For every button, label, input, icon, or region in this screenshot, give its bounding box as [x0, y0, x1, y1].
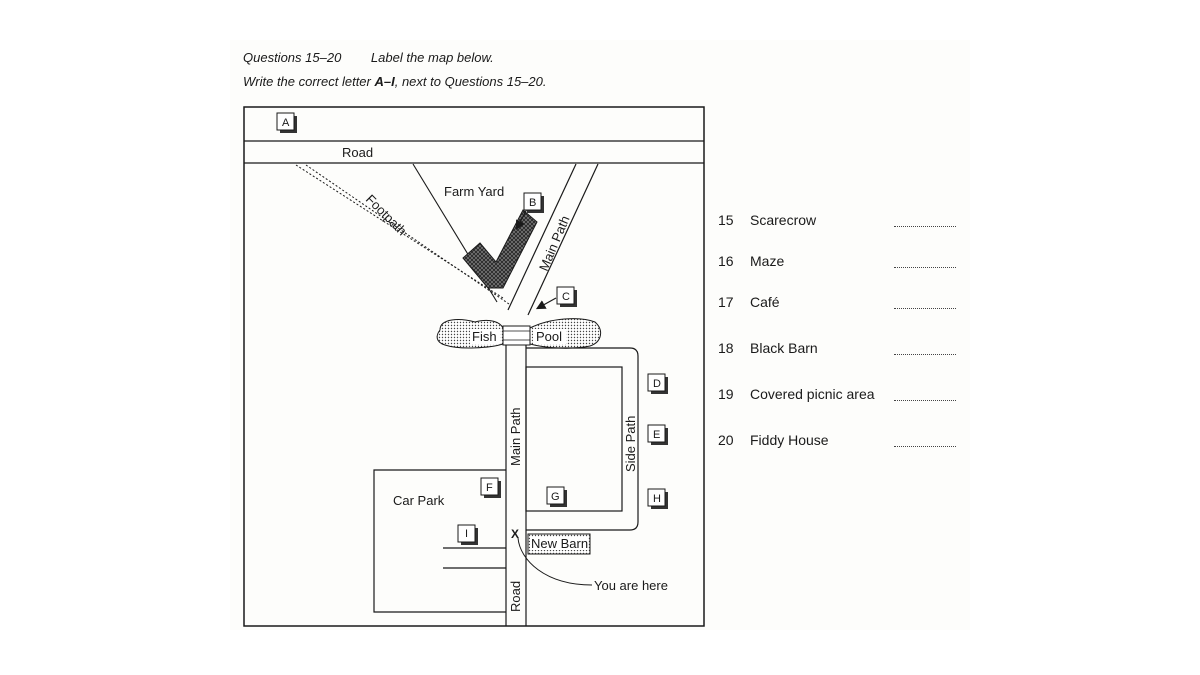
- letter-box-d: D: [647, 373, 668, 394]
- question-label: Maze: [750, 253, 785, 269]
- new-barn-label-bg: [530, 537, 588, 550]
- b-arrow: [515, 208, 528, 231]
- svg-text:E: E: [653, 429, 660, 441]
- answer-blank[interactable]: [894, 267, 956, 268]
- svg-text:I: I: [465, 528, 468, 540]
- question-label: Black Barn: [750, 340, 818, 356]
- question-item: 20 Fiddy House: [718, 432, 958, 452]
- question-number: 19: [718, 386, 734, 402]
- question-item: 17 Café: [718, 294, 958, 314]
- car-park-label: Car Park: [393, 493, 445, 508]
- letter-box-b: B: [523, 192, 544, 213]
- pool-label-bg: [533, 329, 566, 344]
- question-item: 16 Maze: [718, 253, 958, 273]
- task-text: Label the map below.: [370, 50, 494, 65]
- question-label: Scarecrow: [750, 212, 817, 228]
- question-number: 17: [718, 294, 734, 310]
- pool-label: Pool: [536, 329, 562, 344]
- road-bottom-label: Road: [508, 581, 523, 612]
- top-road: [244, 140, 704, 164]
- side-path-label: Side Path: [623, 416, 638, 472]
- letter-box-g: G: [546, 486, 567, 507]
- letter-box-h: H: [647, 488, 668, 509]
- instruction-line-1: Questions 15–20 Label the map below.: [243, 50, 494, 65]
- question-item: 15 Scarecrow: [718, 212, 958, 232]
- letter-box-i: I: [457, 524, 478, 545]
- svg-text:B: B: [529, 197, 536, 209]
- instruction-suffix: , next to Questions 15–20.: [394, 74, 547, 89]
- you-are-here-label: You are here: [594, 578, 668, 593]
- question-item: 19 Covered picnic area: [718, 386, 958, 406]
- footpath-label: Footpath: [363, 192, 410, 239]
- letter-box-e: E: [647, 424, 668, 445]
- answer-blank[interactable]: [894, 354, 956, 355]
- letter-box-f: F: [480, 477, 501, 498]
- answer-blank[interactable]: [894, 400, 956, 401]
- car-park: [373, 469, 506, 613]
- you-are-here-line: [517, 537, 593, 586]
- footpath: [295, 164, 510, 305]
- you-are-here-x-mark: X: [511, 527, 519, 541]
- answer-blank[interactable]: [894, 446, 956, 447]
- question-label: Fiddy House: [750, 432, 829, 448]
- map-border: [243, 106, 705, 627]
- svg-text:A: A: [282, 117, 290, 129]
- main-path-upper-label: Main Path: [536, 213, 573, 273]
- black-barn-shape: [462, 209, 538, 289]
- main-path-upper: [507, 163, 599, 316]
- main-path-lower-label: Main Path: [508, 407, 523, 466]
- svg-text:G: G: [551, 491, 560, 503]
- c-arrow: [535, 297, 557, 310]
- svg-text:H: H: [653, 493, 661, 505]
- road-top-label: Road: [342, 145, 373, 160]
- fish-label-bg: [470, 329, 500, 344]
- question-label: Café: [750, 294, 780, 310]
- instruction-prefix: Write the correct letter: [243, 74, 375, 89]
- svg-text:D: D: [653, 378, 661, 390]
- instruction-line-2: Write the correct letter A–I, next to Qu…: [243, 74, 547, 89]
- instruction-letters: A–I: [374, 74, 395, 89]
- question-range: Questions 15–20: [243, 50, 342, 65]
- question-label: Covered picnic area: [750, 386, 875, 402]
- side-path-loop: [525, 347, 639, 531]
- letter-box-a: A: [276, 112, 297, 133]
- question-item: 18 Black Barn: [718, 340, 958, 360]
- svg-text:C: C: [562, 291, 570, 303]
- new-barn-label: New Barn: [531, 536, 588, 551]
- letter-box-c: C: [556, 286, 577, 307]
- fish-label: Fish: [472, 329, 497, 344]
- farm-yard-label: Farm Yard: [444, 184, 504, 199]
- svg-text:F: F: [486, 482, 493, 494]
- question-number: 18: [718, 340, 734, 356]
- question-number: 15: [718, 212, 734, 228]
- question-number: 16: [718, 253, 734, 269]
- fish-pool: [436, 318, 602, 349]
- answer-blank[interactable]: [894, 308, 956, 309]
- question-number: 20: [718, 432, 734, 448]
- answer-blank[interactable]: [894, 226, 956, 227]
